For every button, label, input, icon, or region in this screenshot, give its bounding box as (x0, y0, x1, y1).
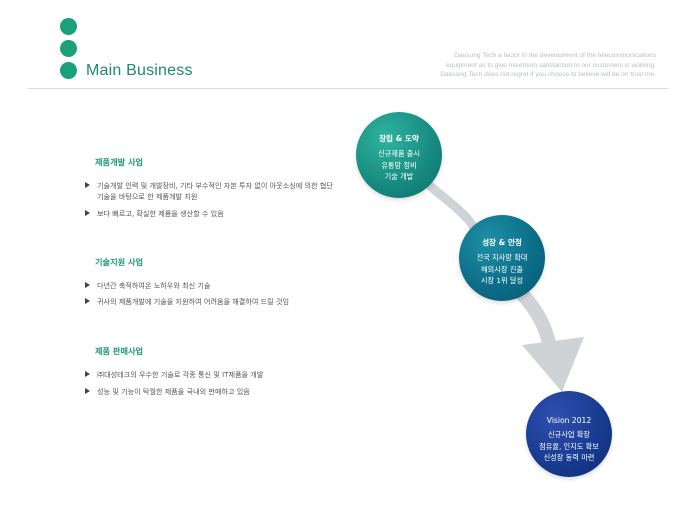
stage-line: 점유율, 인지도 확보 (539, 441, 599, 451)
decor-dot-icon (60, 62, 77, 79)
section-title-tech-support: 기술지원 사업 (95, 257, 144, 267)
stage-line: 시장 1위 달성 (480, 276, 524, 285)
bullet-arrow-icon (85, 371, 90, 377)
stage-title: 성장 & 안정 (482, 238, 522, 247)
stage-line: 기술 개발 (384, 172, 414, 181)
section-title-product-sales: 제품 판매사업 (95, 346, 144, 356)
list-item: 다년간 축적하여온 노하우와 최신 기술 (85, 280, 210, 291)
decor-dot-icon (60, 18, 77, 35)
stage-line: 신규사업 확장 (548, 430, 590, 439)
bullet-arrow-icon (85, 210, 90, 216)
bullet-arrow-icon (85, 298, 90, 304)
bullet-arrow-icon (85, 182, 90, 188)
stage-line: 유통망 정비 (381, 160, 417, 170)
stage-title: 창립 & 도약 (379, 134, 419, 143)
bullet-arrow-icon (85, 282, 90, 288)
list-item: 보다 빠르고, 확실한 제품을 생산할 수 있음 (85, 208, 224, 219)
list-item: 기술개발 인력 및 개발장비, 기타 부수적인 자본 투자 없이 아웃소싱에 의… (85, 180, 365, 202)
stage-line: 해외시장 진출 (481, 264, 523, 274)
tagline-line: equipment as to give maximum satisfactio… (446, 61, 656, 69)
flow-arrow-1 (425, 181, 479, 233)
stage-line: 신성장 동력 마련 (543, 453, 595, 462)
page-title: Main Business (86, 62, 193, 79)
stage-circle-founding: 창립 & 도약 신규제품 출시 유통망 정비 기술 개발 (356, 112, 442, 198)
stage-line: 신규제품 출시 (378, 149, 420, 158)
stage-circle-vision: Vision 2012 신규사업 확장 점유율, 인지도 확보 신성장 동력 마… (526, 391, 612, 477)
list-item: 귀사의 제품개발에 기술을 지원하여 어려움을 해결하여 드릴 것임 (85, 296, 289, 307)
stage-line: 전국 지사망 확대 (476, 253, 528, 262)
flow-arrowhead (522, 337, 584, 392)
list-item: 성능 및 기능이 탁월한 제품을 국내외 판매하고 있음 (85, 386, 250, 397)
bullet-arrow-icon (85, 388, 90, 394)
tagline-line: Daesung Tech does not regret if you choo… (440, 71, 656, 79)
tagline-line: Daesung Tech a factor in the development… (454, 52, 656, 59)
stage-title: Vision 2012 (546, 416, 592, 425)
list-item: ㈜대성테크의 우수한 기술로 각종 통신 및 IT제품을 개발 (85, 369, 263, 380)
company-tagline: Daesung Tech a factor in the development… (396, 51, 656, 80)
section-title-product-dev: 제품개발 사업 (95, 157, 144, 167)
stage-circle-growth: 성장 & 안정 전국 지사망 확대 해외시장 진출 시장 1위 달성 (459, 215, 545, 301)
header-divider (28, 88, 668, 89)
decor-dot-icon (60, 40, 77, 57)
